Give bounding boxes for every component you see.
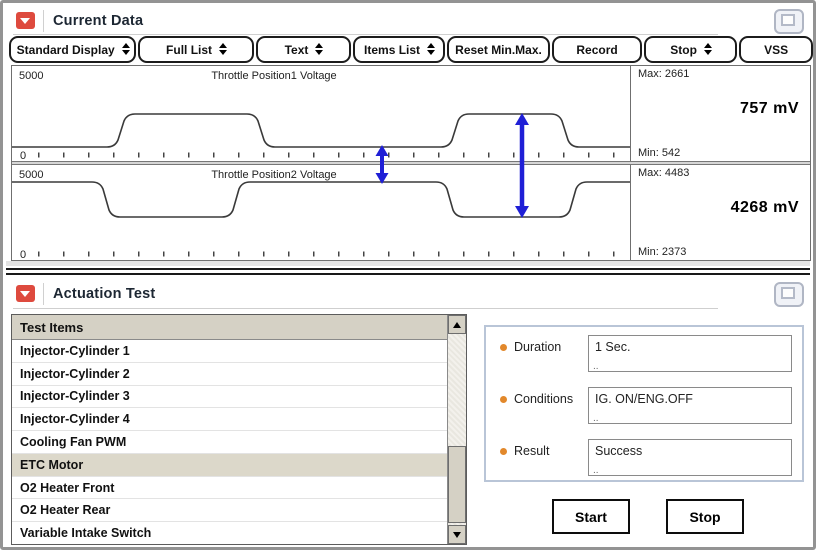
panel-separator-line <box>6 268 810 270</box>
chart1-title: Throttle Position1 Voltage <box>211 70 336 82</box>
chart1-current-value: 757 mV <box>739 100 799 117</box>
chart2-ymin-label: 0 <box>20 249 26 260</box>
throttle-position1-waveform <box>12 113 630 148</box>
panel-separator-line <box>6 273 810 275</box>
scroll-down-icon[interactable] <box>448 525 466 544</box>
list-item-injector-cylinder-3[interactable]: Injector-Cylinder 3 <box>12 385 466 409</box>
result-field[interactable]: Success <box>588 439 792 476</box>
test-items-list: Test Items Injector-Cylinder 1 Injector-… <box>11 314 467 545</box>
header-underline <box>13 308 718 309</box>
actuation-test-header: Actuation Test <box>9 280 807 307</box>
list-item-injector-cylinder-4[interactable]: Injector-Cylinder 4 <box>12 408 466 432</box>
list-item-o2-heater-rear[interactable]: O2 Heater Rear <box>12 499 466 523</box>
header-divider <box>43 9 44 32</box>
items-list-select[interactable]: Items List <box>353 36 445 63</box>
panel-separator <box>6 261 810 266</box>
current-data-header: Current Data <box>9 7 807 34</box>
reset-minmax-label: Reset Min.Max. <box>455 42 542 57</box>
toolbar: Standard Display Full List Text Items Li… <box>9 36 813 63</box>
chart-separator-band <box>12 161 810 165</box>
maximize-button[interactable] <box>774 9 804 34</box>
list-filter-select[interactable]: Full List <box>138 36 254 63</box>
record-label: Record <box>576 42 618 57</box>
display-mode-label: Standard Display <box>16 42 115 57</box>
bullet-icon <box>500 448 507 455</box>
updown-arrows-icon <box>703 43 713 56</box>
maximize-button[interactable] <box>774 282 804 307</box>
chart1-ymax-label: 5000 <box>19 70 43 82</box>
duration-row: Duration 1 Sec. <box>486 335 802 375</box>
stop-select[interactable]: Stop <box>643 36 738 63</box>
items-list-label: Items List <box>364 42 421 57</box>
scrollbar-thumb[interactable] <box>448 446 466 523</box>
updown-arrows-icon <box>219 43 228 56</box>
chart1-ymin-label: 0 <box>20 150 26 161</box>
test-items-column-header: Test Items <box>12 315 466 340</box>
chart1-info-panel: Max: 2661 757 mV Min: 542 <box>630 66 811 161</box>
bullet-icon <box>500 344 507 351</box>
list-item-cooling-fan-pwm[interactable]: Cooling Fan PWM <box>12 431 466 454</box>
view-type-label: Text <box>284 42 309 57</box>
bullet-icon <box>500 396 507 403</box>
throttle-position2-waveform <box>12 181 630 218</box>
list-item-etc-motor-selected[interactable]: ETC Motor <box>12 453 466 477</box>
list-filter-label: Full List <box>166 42 213 57</box>
result-row: Result Success <box>486 439 802 479</box>
vss-button[interactable]: VSS <box>739 36 813 63</box>
updown-arrows-icon <box>315 43 324 56</box>
chart1-min-value: Min: 542 <box>638 147 681 159</box>
stop-label: Stop <box>670 42 697 57</box>
chart1-max-value: Max: 2661 <box>638 68 690 80</box>
list-item-variable-intake-switch[interactable]: Variable Intake Switch <box>12 522 466 545</box>
stop-button[interactable]: Stop <box>666 499 744 534</box>
list-item-injector-cylinder-2[interactable]: Injector-Cylinder 2 <box>12 362 466 386</box>
updown-arrows-icon <box>427 43 436 56</box>
header-underline <box>13 34 718 35</box>
collapse-panel-icon[interactable] <box>16 285 35 302</box>
current-data-title: Current Data <box>53 12 144 29</box>
chart2-title: Throttle Position2 Voltage <box>211 169 336 181</box>
header-divider <box>43 282 44 305</box>
start-button[interactable]: Start <box>552 499 630 534</box>
collapse-panel-icon[interactable] <box>16 12 35 29</box>
throttle-position2-chart: 5000 Throttle Position2 Voltage 0 <box>12 169 630 260</box>
chart2-ymax-label: 5000 <box>19 169 43 181</box>
conditions-row: Conditions IG. ON/ENG.OFF <box>486 387 802 427</box>
test-details-panel: Duration 1 Sec. Conditions IG. ON/ENG.OF… <box>484 325 804 482</box>
chart2-min-value: Min: 2373 <box>638 246 687 258</box>
chart2-max-value: Max: 4483 <box>638 167 690 179</box>
vss-label: VSS <box>764 42 789 57</box>
result-label: Result <box>514 444 550 458</box>
duration-label: Duration <box>514 340 562 354</box>
list-scrollbar[interactable] <box>447 315 466 544</box>
scroll-up-icon[interactable] <box>448 315 466 334</box>
reset-minmax-button[interactable]: Reset Min.Max. <box>446 36 551 63</box>
conditions-label: Conditions <box>514 392 574 406</box>
duration-field[interactable]: 1 Sec. <box>588 335 792 372</box>
actuation-test-title: Actuation Test <box>53 285 156 302</box>
chart2-info-panel: Max: 4483 4268 mV Min: 2373 <box>630 165 811 260</box>
view-type-select[interactable]: Text <box>255 36 352 63</box>
throttle-position1-chart: 5000 Throttle Position1 Voltage 0 <box>12 70 630 161</box>
conditions-field[interactable]: IG. ON/ENG.OFF <box>588 387 792 424</box>
waveform-charts-area: 5000 Throttle Position1 Voltage 0 Max: 2… <box>11 65 811 261</box>
list-item-o2-heater-front[interactable]: O2 Heater Front <box>12 476 466 500</box>
display-mode-select[interactable]: Standard Display <box>9 36 137 63</box>
updown-arrows-icon <box>121 43 131 56</box>
list-item-injector-cylinder-1[interactable]: Injector-Cylinder 1 <box>12 340 466 363</box>
chart2-current-value: 4268 mV <box>730 199 799 216</box>
record-button[interactable]: Record <box>552 36 642 63</box>
